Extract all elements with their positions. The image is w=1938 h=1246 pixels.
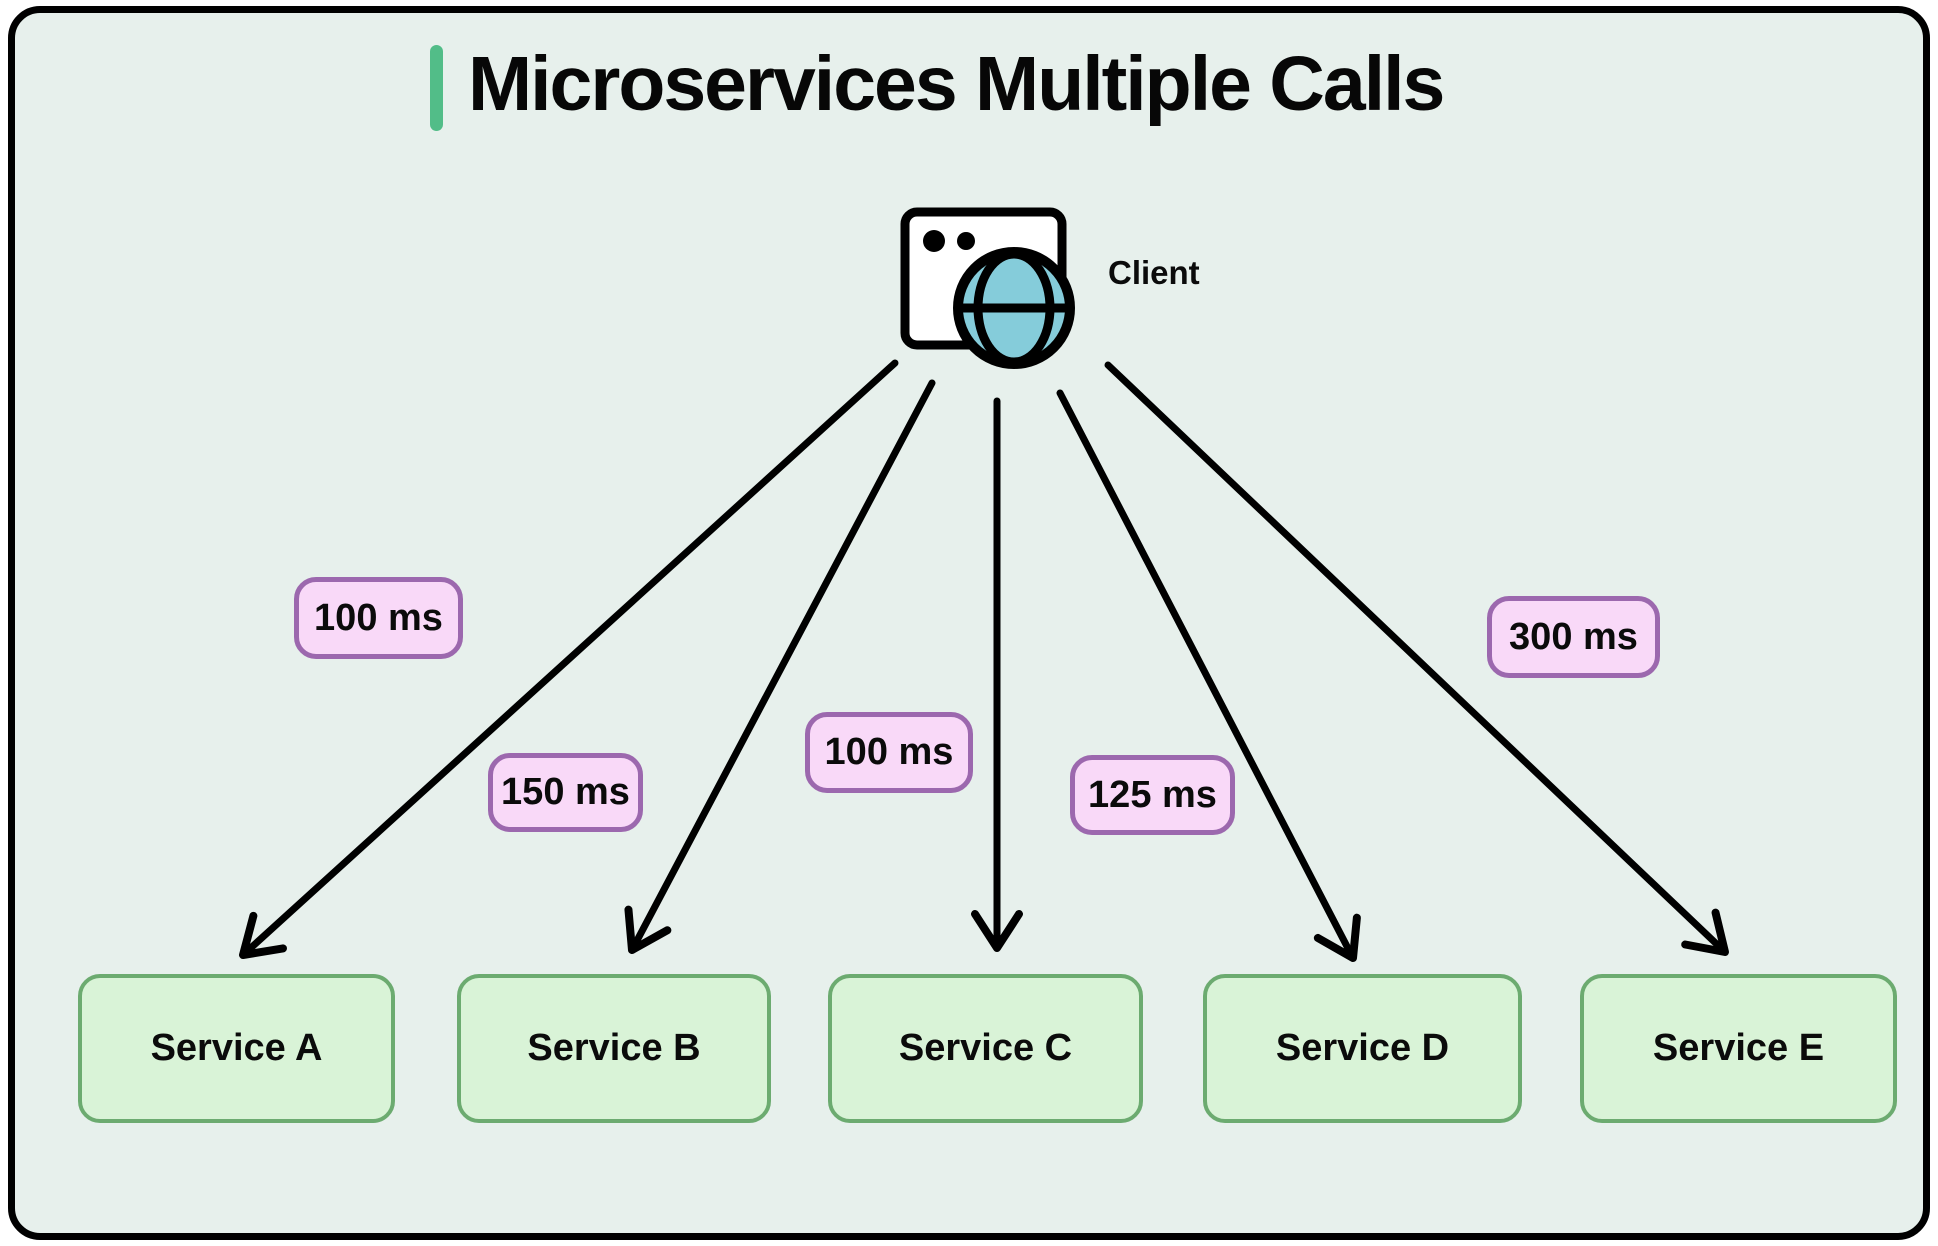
page-title: Microservices Multiple Calls xyxy=(468,41,1445,127)
service-box-e: Service E xyxy=(1580,974,1897,1123)
client-icon xyxy=(900,207,1075,369)
arrow-client-to-service-e xyxy=(1104,361,1729,956)
service-box-a: Service A xyxy=(78,974,395,1123)
latency-badge-service-a: 100 ms xyxy=(294,577,463,659)
service-box-b: Service B xyxy=(457,974,771,1123)
service-box-d: Service D xyxy=(1203,974,1522,1123)
latency-badge-service-d: 125 ms xyxy=(1070,755,1235,835)
title-accent-bar xyxy=(430,45,443,131)
arrow-client-to-service-b xyxy=(624,379,936,954)
latency-badge-service-c: 100 ms xyxy=(805,712,973,793)
service-box-c: Service C xyxy=(828,974,1143,1123)
arrow-client-to-service-d xyxy=(1056,389,1361,962)
globe-icon xyxy=(953,247,1075,369)
latency-badge-service-b: 150 ms xyxy=(488,753,643,832)
latency-badge-service-e: 300 ms xyxy=(1487,596,1660,678)
arrow-client-to-service-a xyxy=(239,359,899,959)
client-label: Client xyxy=(1108,254,1200,291)
